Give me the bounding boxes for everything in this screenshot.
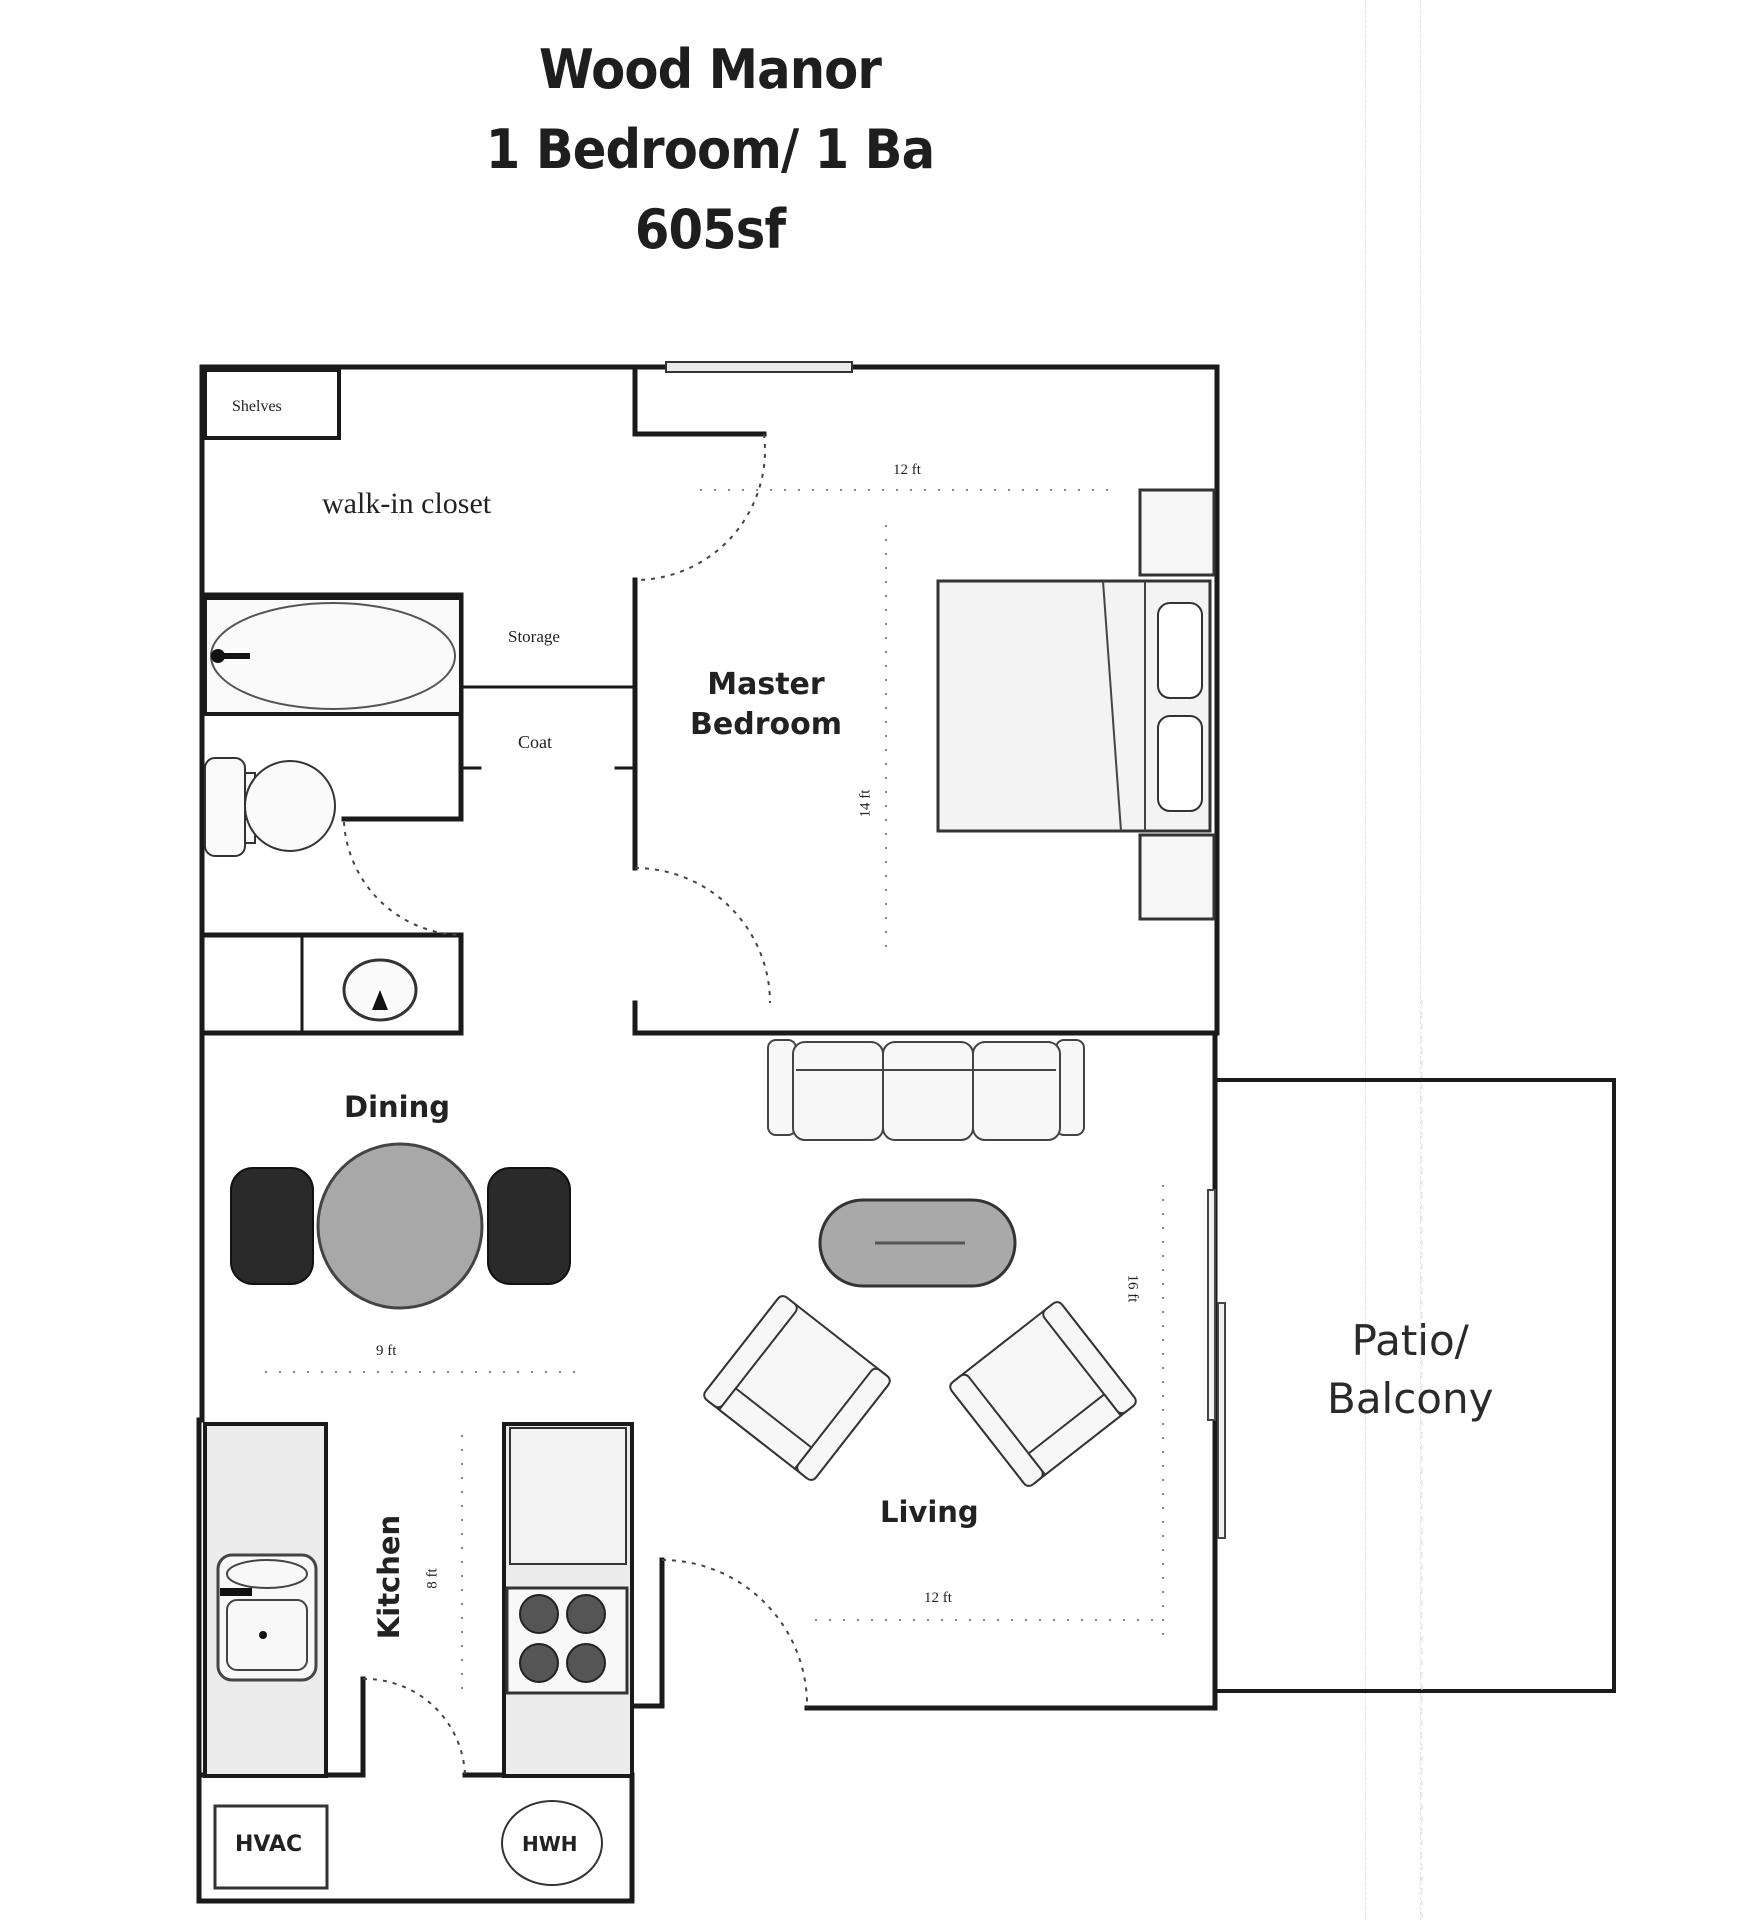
outer-wall-top bbox=[199, 364, 1220, 1036]
patio-label: Patio/ Balcony bbox=[1327, 1312, 1493, 1428]
burner bbox=[566, 1594, 606, 1634]
kitchen-label: Kitchen bbox=[372, 1514, 407, 1640]
hvac-unit bbox=[213, 1804, 329, 1890]
scan-artifact-line bbox=[1365, 0, 1366, 1920]
bath-door-swing bbox=[343, 821, 462, 936]
floorplan-title: Wood Manor 1 Bedroom/ 1 Ba 605sf bbox=[0, 30, 1420, 270]
kitchen-sink bbox=[216, 1553, 318, 1682]
nightstand bbox=[1138, 833, 1216, 921]
shelves-box bbox=[203, 368, 341, 440]
shelves-label: Shelves bbox=[232, 398, 282, 415]
patio-slider-inner bbox=[1217, 1302, 1226, 1539]
living-label: Living bbox=[880, 1495, 979, 1529]
master-bedroom-label: Master Bedroom bbox=[690, 665, 842, 745]
master-bedroom-label-line2: Bedroom bbox=[690, 707, 842, 742]
bedroom-door-swing bbox=[634, 867, 771, 1004]
living-width-dimension: 12 ft bbox=[924, 1590, 952, 1606]
entry-door-swing bbox=[661, 1559, 809, 1709]
walk-in-closet-label: walk-in closet bbox=[322, 487, 492, 520]
coat-label: Coat bbox=[518, 732, 552, 752]
hwh-label: HWH bbox=[522, 1832, 578, 1856]
square-footage: 605sf bbox=[634, 198, 786, 261]
refrigerator bbox=[509, 1427, 627, 1565]
nightstand bbox=[1138, 488, 1216, 577]
burner bbox=[566, 1643, 606, 1683]
dining-table bbox=[316, 1142, 484, 1310]
toilet-tank bbox=[204, 757, 246, 857]
storage-label: Storage bbox=[508, 627, 560, 646]
burner bbox=[519, 1643, 559, 1683]
kitchen-door-swing bbox=[362, 1677, 466, 1776]
dining-label: Dining bbox=[344, 1090, 451, 1124]
dining-width-dimension: 9 ft bbox=[376, 1343, 397, 1359]
armchair-left bbox=[703, 1295, 891, 1481]
water-heater bbox=[501, 1800, 603, 1886]
dining-chair-left bbox=[230, 1167, 314, 1285]
patio-outline bbox=[1217, 1078, 1616, 1693]
toilet-bowl bbox=[244, 760, 336, 852]
armchair-right bbox=[949, 1301, 1137, 1487]
closet-bedroom-wall bbox=[632, 364, 767, 437]
bedroom-window bbox=[665, 361, 853, 373]
burner bbox=[519, 1594, 559, 1634]
hvac-label: HVAC bbox=[235, 1832, 303, 1857]
pillow bbox=[1157, 602, 1203, 699]
living-length-dimension: 16 ft bbox=[1124, 1274, 1141, 1303]
patio-slider-outer bbox=[1207, 1189, 1216, 1421]
unit-type: 1 Bedroom/ 1 Ba bbox=[485, 118, 935, 181]
kitchen-length-dimension: 8 ft bbox=[424, 1568, 441, 1589]
scan-artifact-line bbox=[1420, 0, 1421, 1920]
patio-label-line2: Balcony bbox=[1327, 1374, 1494, 1423]
closet-door-swing bbox=[634, 433, 766, 581]
patio-label-line1: Patio/ bbox=[1351, 1316, 1469, 1365]
bedroom-length-dimension: 14 ft bbox=[857, 789, 874, 818]
property-name: Wood Manor bbox=[539, 38, 882, 101]
sofa bbox=[767, 1039, 1085, 1141]
pillow bbox=[1157, 715, 1203, 812]
master-bedroom-label-line1: Master bbox=[707, 667, 825, 702]
bedroom-width-dimension: 12 ft bbox=[893, 462, 921, 478]
dining-chair-right bbox=[487, 1167, 571, 1285]
